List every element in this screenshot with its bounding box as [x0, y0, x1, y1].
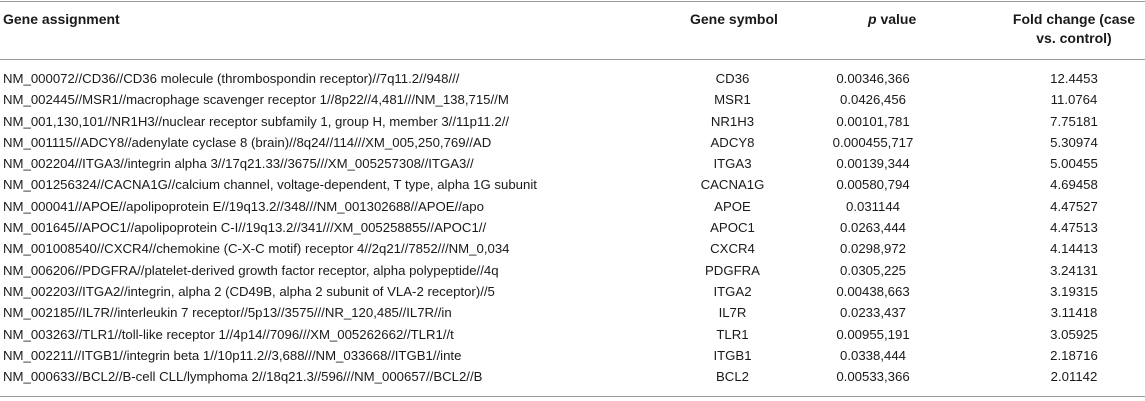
header-p-value: p value: [868, 10, 916, 29]
table-row: NM_002204//ITGA3//integrin alpha 3//17q2…: [0, 153, 1145, 174]
cell-gene-symbol: CACNA1G: [700, 177, 765, 193]
cell-fold-change: 4.47513: [1050, 220, 1098, 236]
cell-gene-assignment: NM_002445//MSR1//macrophage scavenger re…: [3, 92, 509, 108]
cell-gene-symbol: MSR1: [714, 92, 751, 108]
table-row: NM_001,130,101//NR1H3//nuclear receptor …: [0, 111, 1145, 132]
header-fold-change-line2: vs. control): [1036, 30, 1112, 46]
cell-fold-change: 5.30974: [1050, 134, 1098, 150]
cell-gene-symbol: APOE: [714, 198, 751, 214]
cell-gene-assignment: NM_001256324//CACNA1G//calcium channel, …: [3, 177, 537, 193]
cell-fold-change: 4.69458: [1050, 177, 1098, 193]
table-row: NM_002203//ITGA2//integrin, alpha 2 (CD4…: [0, 281, 1145, 302]
table-body: NM_000072//CD36//CD36 molecule (thrombos…: [0, 68, 1145, 387]
cell-fold-change: 3.19315: [1050, 283, 1098, 299]
cell-fold-change: 4.14413: [1050, 241, 1098, 257]
cell-p-value: 0.00533,366: [836, 369, 910, 385]
cell-gene-assignment: NM_002204//ITGA3//integrin alpha 3//17q2…: [3, 156, 474, 172]
table-row: NM_002185//IL7R//interleukin 7 receptor/…: [0, 302, 1145, 323]
table-row: NM_003263//TLR1//toll-like receptor 1//4…: [0, 324, 1145, 345]
cell-p-value: 0.0305,225: [839, 262, 906, 278]
cell-p-value: 0.00139,344: [836, 156, 910, 172]
header-fold-change: Fold change (case vs. control): [1004, 10, 1144, 48]
cell-fold-change: 3.05925: [1050, 326, 1098, 342]
cell-gene-symbol: CXCR4: [710, 241, 755, 257]
cell-fold-change: 11.0764: [1050, 92, 1098, 108]
cell-gene-symbol: PDGFRA: [705, 262, 760, 278]
cell-gene-symbol: APOC1: [710, 220, 755, 236]
cell-gene-symbol: ADCY8: [710, 134, 755, 150]
cell-gene-symbol: ITGA3: [713, 156, 752, 172]
cell-fold-change: 2.18716: [1050, 347, 1098, 363]
table-row: NM_006206//PDGFRA//platelet-derived grow…: [0, 260, 1145, 281]
cell-p-value: 0.00438,663: [836, 283, 910, 299]
cell-gene-assignment: NM_000072//CD36//CD36 molecule (thrombos…: [3, 71, 460, 86]
cell-gene-assignment: NM_001,130,101//NR1H3//nuclear receptor …: [3, 113, 510, 129]
table-row: NM_000633//BCL2//B-cell CLL/lymphoma 2//…: [0, 366, 1145, 387]
cell-gene-assignment: NM_006206//PDGFRA//platelet-derived grow…: [3, 262, 499, 278]
cell-gene-assignment: NM_001008540//CXCR4//chemokine (C-X-C mo…: [3, 241, 510, 257]
header-gene-assignment: Gene assignment: [3, 11, 120, 27]
header-gene-symbol: Gene symbol: [690, 11, 778, 27]
table-top-rule: [0, 1, 1145, 2]
header-p-italic: p: [868, 11, 877, 27]
cell-gene-assignment: NM_000041//APOE//apolipoprotein E//19q13…: [3, 198, 484, 214]
header-p-rest: value: [876, 11, 917, 27]
cell-p-value: 0.0233,437: [839, 305, 906, 321]
cell-gene-symbol: ITGB1: [713, 347, 752, 363]
cell-gene-symbol: NR1H3: [710, 113, 755, 129]
cell-p-value: 0.00101,781: [836, 113, 910, 129]
cell-gene-symbol: CD36: [715, 71, 750, 86]
cell-p-value: 0.00580,794: [836, 177, 910, 193]
cell-fold-change: 5.00455: [1050, 156, 1098, 172]
cell-gene-assignment: NM_001645//APOC1//apolipoprotein C-I//19…: [3, 220, 487, 236]
cell-p-value: 0.0426,456: [839, 92, 906, 108]
cell-gene-symbol: IL7R: [718, 305, 747, 321]
cell-p-value: 0.00346,366: [836, 71, 910, 86]
cell-gene-assignment: NM_002203//ITGA2//integrin, alpha 2 (CD4…: [3, 283, 495, 299]
cell-gene-symbol: TLR1: [716, 326, 749, 342]
cell-fold-change: 3.24131: [1050, 262, 1098, 278]
cell-fold-change: 2.01142: [1050, 369, 1098, 385]
table-row: NM_002211//ITGB1//integrin beta 1//10p11…: [0, 345, 1145, 366]
cell-gene-symbol: ITGA2: [713, 283, 752, 299]
cell-gene-symbol: BCL2: [716, 369, 749, 385]
cell-p-value: 0.0338,444: [839, 347, 906, 363]
cell-gene-assignment: NM_000633//BCL2//B-cell CLL/lymphoma 2//…: [3, 369, 483, 385]
cell-fold-change: 4.47527: [1050, 198, 1098, 214]
cell-p-value: 0.000455,717: [832, 134, 914, 150]
table-bottom-rule: [0, 396, 1145, 397]
table-header-rule: [0, 59, 1145, 60]
table-row: NM_001645//APOC1//apolipoprotein C-I//19…: [0, 217, 1145, 238]
cell-p-value: 0.031144: [845, 198, 901, 214]
table-row: NM_001256324//CACNA1G//calcium channel, …: [0, 174, 1145, 195]
table-row: NM_001115//ADCY8//adenylate cyclase 8 (b…: [0, 132, 1145, 153]
cell-gene-assignment: NM_003263//TLR1//toll-like receptor 1//4…: [3, 326, 454, 342]
cell-p-value: 0.0263,444: [839, 220, 906, 236]
header-fold-change-line1: Fold change (case: [1012, 11, 1136, 27]
table-row: NM_002445//MSR1//macrophage scavenger re…: [0, 89, 1145, 110]
cell-fold-change: 12.4453: [1050, 71, 1098, 86]
cell-p-value: 0.0298,972: [839, 241, 906, 257]
table-row: NM_000072//CD36//CD36 molecule (thrombos…: [0, 68, 1145, 89]
cell-fold-change: 7.75181: [1050, 113, 1098, 129]
cell-fold-change: 3.11418: [1050, 305, 1098, 321]
cell-gene-assignment: NM_002185//IL7R//interleukin 7 receptor/…: [3, 305, 452, 321]
table-row: NM_000041//APOE//apolipoprotein E//19q13…: [0, 196, 1145, 217]
cell-gene-assignment: NM_002211//ITGB1//integrin beta 1//10p11…: [3, 347, 462, 363]
table-row: NM_001008540//CXCR4//chemokine (C-X-C mo…: [0, 238, 1145, 259]
cell-gene-assignment: NM_001115//ADCY8//adenylate cyclase 8 (b…: [3, 134, 492, 150]
cell-p-value: 0.00955,191: [836, 326, 910, 342]
